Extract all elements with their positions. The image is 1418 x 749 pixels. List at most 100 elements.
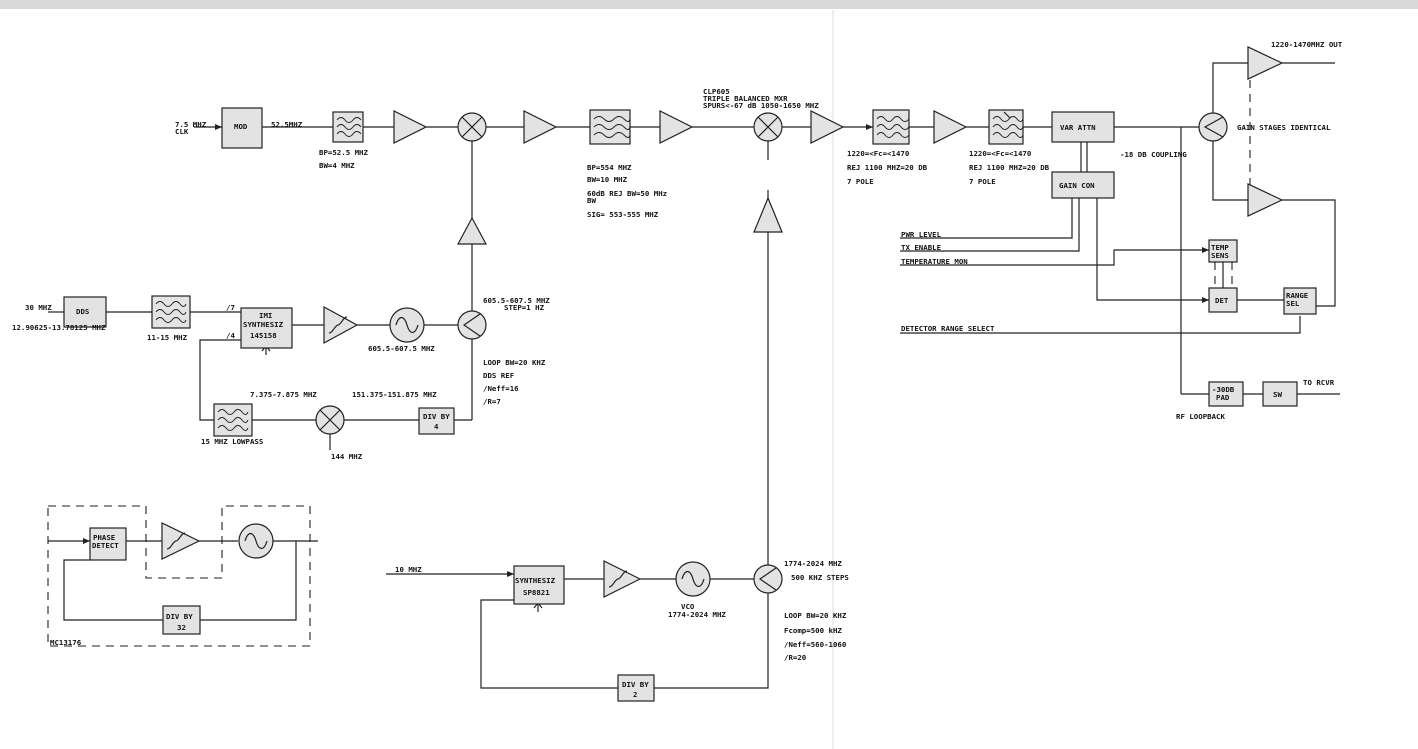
div-by-32-num: 32 [177, 623, 186, 632]
bandpass-filter-554 [589, 109, 631, 145]
mhz-144-label: 144 MHZ [331, 452, 363, 461]
output-amplifier-lower [1247, 183, 1284, 217]
loop-filter-mc [161, 522, 201, 560]
det-box [1208, 287, 1238, 313]
loop2-r-label: /R=20 [784, 653, 806, 662]
detector-range-label: DETECTOR RANGE SELECT [901, 324, 995, 333]
lo1-freq-label: 605.5-607.5 MHZ [483, 296, 550, 305]
output-amplifier-upper [1247, 46, 1284, 80]
to-rcvr-label: TO RCVR [1303, 378, 1335, 387]
gain-con-label: GAIN CON [1059, 181, 1095, 190]
rf-loopback-label: RF LOOPBACK [1176, 412, 1225, 421]
loop2-neff-label: /Neff=560-1060 [784, 640, 846, 649]
amplifier-1 [393, 110, 428, 144]
div-by-2-box [617, 674, 655, 702]
sp8821-label: SP8821 [523, 588, 550, 597]
lowpass-range-label: 7.375-7.875 MHZ [250, 390, 317, 399]
pad-box [1208, 381, 1244, 407]
tx-enable-label: TX ENABLE [901, 243, 941, 252]
lo2-step-label: 500 KHZ STEPS [791, 573, 849, 582]
var-attn-box [1051, 111, 1115, 143]
pole-b-label: 7 POLE [969, 177, 996, 186]
input-7-5-label: 7.5 MHZ [175, 120, 207, 129]
spurs-label: SPURS<-67 dB 1050-1650 MHZ [703, 101, 819, 110]
loop2-bw-label: LOOP BW=20 KHZ [784, 611, 847, 620]
triple-mixer-label: TRIPLE BALANCED MXR [703, 94, 788, 103]
mod-label: MOD [234, 122, 248, 131]
var-attn-label: VAR ATTN [1060, 123, 1096, 132]
lo2-amplifier [753, 196, 783, 233]
vco1-range-label: 605.5-607.5 MHZ [368, 344, 435, 353]
boxes [63, 107, 1317, 702]
coupling-label: -18 DB COUPLING [1120, 150, 1187, 159]
bandpass-filter-11-15 [151, 295, 191, 329]
bandpass-filter-1220a [872, 109, 910, 145]
sp8821-synthesiz-label: SYNTHESIZ [515, 576, 556, 585]
sw-box [1262, 381, 1298, 407]
amplifier-2 [523, 110, 558, 144]
mixer-144 [315, 405, 345, 435]
div-by-4-box [418, 407, 455, 435]
loop-filter-1 [323, 305, 359, 345]
det-label: DET [1215, 296, 1229, 305]
oscillator-vco2 [675, 561, 711, 597]
lowpass-filter-15 [213, 403, 253, 437]
temperature-mon-label: TEMPERATURE MON [901, 257, 968, 266]
scan-top-edge [0, 0, 1418, 9]
dds-range-label: 12.90625-13.78125 MHZ [12, 323, 106, 332]
oscillator-vco1 [389, 307, 425, 343]
output-label: 1220-1470MHZ OUT [1271, 40, 1343, 49]
range-label: RANGE [1286, 291, 1308, 300]
loop-filter-2 [603, 560, 642, 598]
dds-label: DDS [76, 307, 89, 316]
labels: 7.5 MHZ CLK MOD 52.5MHZ BP=52.5 MHZ BW=4… [12, 40, 1343, 699]
sig-554-label: SIG= 553-555 MHZ [587, 210, 659, 219]
detect-label: DETECT [92, 541, 119, 550]
rej-60db-label: 60dB REJ BW=50 MHz [587, 189, 667, 198]
loop2-fcomp-label: Fcomp=500 kHZ [784, 626, 842, 635]
imi-label: IMI [259, 311, 272, 320]
phase-detect-box [89, 527, 127, 561]
rej-1100a-label: REJ 1100 MHZ=20 DB [847, 163, 928, 172]
clk-label: CLK [175, 127, 189, 136]
temp-sens-box [1208, 239, 1238, 263]
signal-wires [48, 62, 1340, 689]
freq-52-5-label: 52.5MHZ [271, 120, 303, 129]
splitter-output [1198, 112, 1228, 142]
lowpass-label: 15 MHZ LOWPASS [201, 437, 263, 446]
div-by-4-text: DIV BY [423, 412, 450, 421]
mixer-clp605 [753, 112, 783, 142]
amplifiers [393, 46, 1284, 245]
loop1-r-label: /R=7 [483, 397, 501, 406]
pole-a-label: 7 POLE [847, 177, 874, 186]
loop1-bw-label: LOOP BW=20 KHZ [483, 358, 546, 367]
imi-part-label: 145158 [250, 331, 277, 340]
div-by-4-num: 4 [434, 422, 439, 431]
synthesiz-label: SYNTHESIZ [243, 320, 284, 329]
phase-label: PHASE [93, 533, 115, 542]
sel-label: SEL [1286, 299, 1300, 308]
vco2-range-label: 1774-2024 MHZ [668, 610, 726, 619]
rej-bw-label: BW [587, 196, 596, 205]
loop1-ref-label: DDS REF [483, 371, 515, 380]
pad-db-label: -30DB [1212, 385, 1235, 394]
sp8821-box [513, 565, 565, 605]
bp-52-5-label: BP=52.5 MHZ [319, 148, 368, 157]
amplifier-4 [810, 110, 845, 144]
dashed-lines [47, 80, 1251, 647]
lo1-step-label: STEP=1 HZ [504, 303, 545, 312]
clp605-label: CLP605 [703, 87, 730, 96]
div-by-32-box [162, 605, 201, 635]
gain-identical-label: GAIN STAGES IDENTICAL [1237, 123, 1331, 132]
lo1-amplifier [456, 216, 488, 245]
bw-4-label: BW=4 MHZ [319, 161, 355, 170]
temp-label: TEMP [1211, 243, 1229, 252]
oscillator-mc [238, 523, 274, 559]
div-4-label: /4 [226, 331, 235, 340]
dds-box [63, 296, 107, 328]
div-by-2-text: DIV BY [622, 680, 649, 689]
imi-synth-box [240, 307, 293, 349]
range-sel-box [1283, 287, 1317, 315]
bandpass-filter-52-5 [332, 111, 364, 143]
